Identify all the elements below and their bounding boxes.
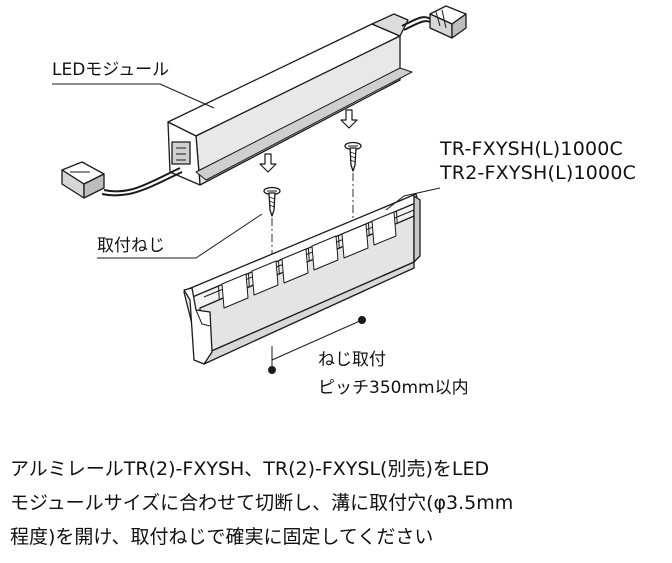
description-line-1: アルミレールTR(2)-FXYSH、TR(2)-FXYSL(別売)をLED — [10, 458, 490, 480]
arrow-down-icon — [340, 109, 358, 129]
label-mounting-screw: 取付ねじ — [97, 236, 165, 256]
label-led-module: LEDモジュール — [52, 60, 170, 80]
description-text: アルミレールTR(2)-FXYSH、TR(2)-FXYSL(別売)をLED モジ… — [10, 452, 670, 554]
pitch-dimension — [268, 316, 366, 374]
label-model-2: TR2-FXYSH(L)1000C — [440, 162, 637, 184]
front-connector — [61, 161, 105, 199]
description-line-3: 程度)を開け、取付ねじで確実に固定してください — [10, 526, 434, 548]
leader-lines — [52, 83, 441, 259]
installation-diagram — [52, 5, 467, 374]
screw-icon — [344, 141, 362, 172]
label-screw-pitch-value: ピッチ350mm以内 — [318, 378, 469, 398]
description-line-2: モジュールサイズに合わせて切断し、溝に取付穴(φ3.5mm — [10, 492, 514, 514]
aluminum-rail — [183, 193, 421, 365]
label-screw-pitch-title: ねじ取付 — [318, 350, 386, 370]
rear-connector — [429, 5, 467, 39]
screw-icon — [263, 186, 281, 217]
led-module — [167, 13, 413, 186]
arrow-down-icon — [259, 153, 277, 173]
front-cable — [101, 167, 183, 197]
label-model-1: TR-FXYSH(L)1000C — [440, 138, 624, 160]
